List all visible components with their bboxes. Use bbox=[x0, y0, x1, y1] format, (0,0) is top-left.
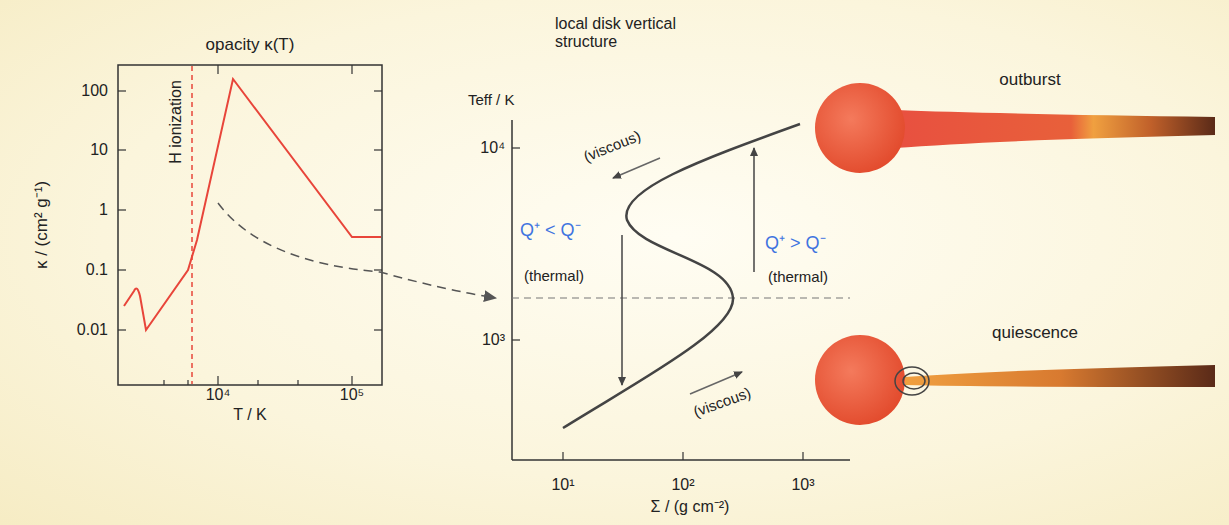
opacity-plot bbox=[118, 65, 382, 385]
axis-title: Teff / K bbox=[468, 91, 514, 108]
tick-label: 10 bbox=[90, 141, 108, 159]
line-label: H ionization bbox=[167, 80, 185, 164]
tick-label: 10⁵ bbox=[340, 386, 364, 404]
tick-label: 100 bbox=[81, 82, 108, 100]
tick-label: 0.01 bbox=[77, 321, 108, 339]
state-label: outburst bbox=[999, 70, 1060, 90]
quiescence-system bbox=[815, 335, 1215, 425]
process-label: (thermal) bbox=[768, 268, 828, 285]
tick-label: 10⁴ bbox=[206, 386, 231, 404]
process-label: (thermal) bbox=[524, 267, 584, 284]
state-label: quiescence bbox=[992, 323, 1078, 343]
axis-title: Σ / (g cm⁻²) bbox=[651, 498, 730, 516]
mapping-arrow bbox=[218, 203, 496, 298]
axis-title: T / K bbox=[233, 406, 267, 424]
panel-title: opacity κ(T) bbox=[206, 35, 295, 55]
tick-label: 10³ bbox=[791, 476, 814, 494]
s-curve-plot bbox=[512, 120, 850, 460]
tick-label: 1 bbox=[99, 201, 108, 219]
tick-label: 10¹ bbox=[551, 476, 574, 494]
panel-title: local disk vertical structure bbox=[555, 15, 730, 52]
tick-label: 10² bbox=[671, 476, 694, 494]
axis-title: κ / (cm² g⁻¹) bbox=[32, 181, 52, 269]
branch-label: (viscous) bbox=[581, 127, 643, 165]
tick-label: 10⁴ bbox=[480, 139, 505, 157]
tick-label: 10³ bbox=[482, 331, 505, 349]
condition-label: Q⁺ < Q⁻ bbox=[520, 220, 581, 241]
outburst-system bbox=[815, 83, 1215, 173]
condition-label: Q⁺ > Q⁻ bbox=[765, 233, 826, 254]
tick-label: 0.1 bbox=[86, 261, 108, 279]
